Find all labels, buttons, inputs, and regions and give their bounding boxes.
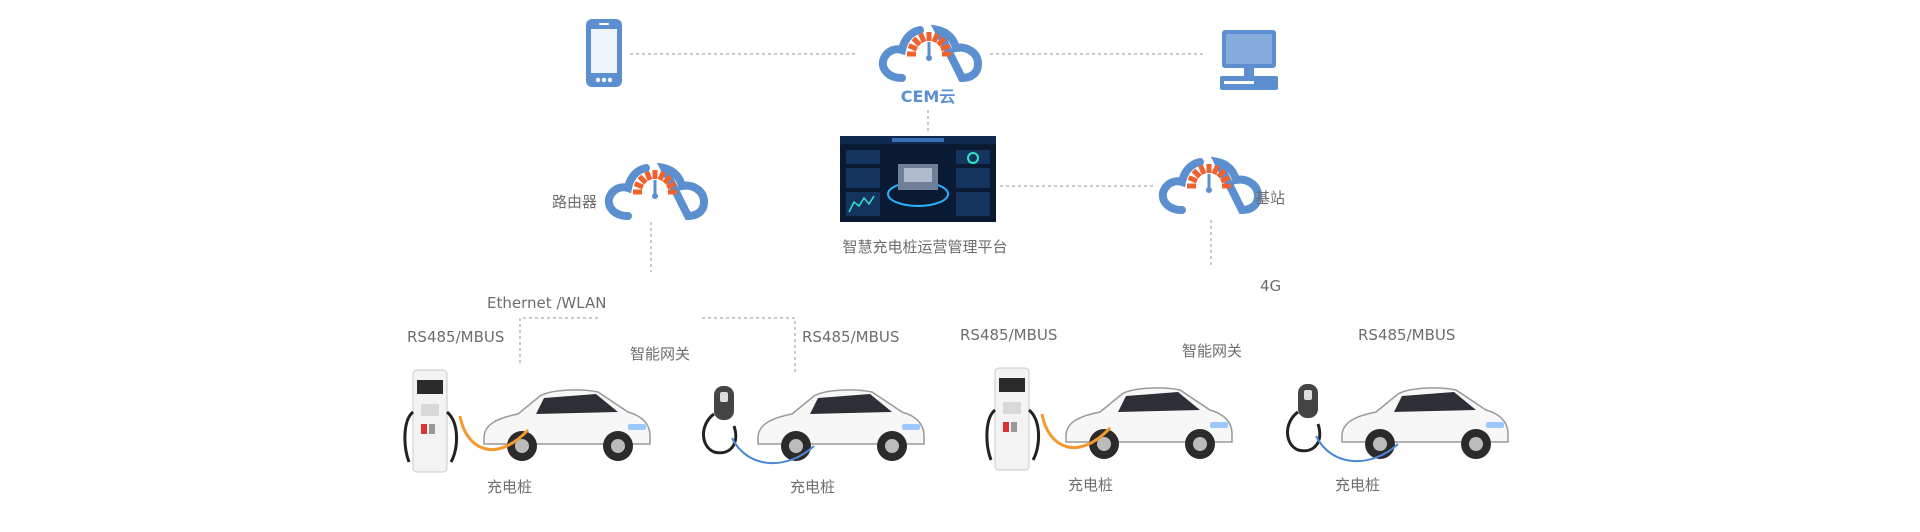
charging-cable (1040, 413, 1112, 449)
gauge-tick (633, 181, 644, 190)
cem-cloud-label: CEM云 (900, 87, 956, 106)
router-cloud-icon (604, 162, 709, 221)
protocol-label-1: RS485/MBUS (407, 328, 505, 346)
gauge-tick (1211, 164, 1220, 175)
gauge-tick (940, 43, 951, 52)
electric-car-icon (1341, 387, 1509, 459)
charging-pile-label-2: 充电桩 (790, 478, 836, 496)
base-station-cloud-icon (1158, 156, 1263, 215)
gauge-tick (931, 32, 940, 43)
gauge-tick (637, 174, 648, 185)
ethernet-wlan-label: Ethernet /WLAN (487, 294, 607, 312)
wall-charger-icon (1286, 384, 1322, 453)
gauge-tick (666, 181, 677, 190)
charging-cable (458, 415, 530, 451)
protocol-label-3: RS485/MBUS (960, 326, 1058, 344)
gateway-label-2: 智能网关 (1182, 342, 1243, 360)
wall-charger-icon (702, 386, 738, 455)
link-ethernet-group1 (519, 317, 600, 363)
gauge-tick (1191, 168, 1202, 179)
gauge-hub (926, 55, 932, 61)
4g-label: 4G (1260, 277, 1282, 295)
charging-pile-label-1: 充电桩 (487, 478, 533, 496)
gauge-tick (644, 170, 653, 181)
gauge-tick (936, 36, 947, 47)
router-label: 路由器 (552, 193, 598, 211)
gauge-tick (1216, 168, 1227, 179)
gauge-tick (918, 32, 927, 43)
smartphone-icon (586, 19, 622, 87)
gauge-hub (1206, 187, 1212, 193)
protocol-label-2: RS485/MBUS (802, 328, 900, 346)
electric-car-icon (757, 389, 925, 461)
gauge-tick (1220, 175, 1231, 184)
gateway-label-1: 智能网关 (630, 345, 691, 363)
charging-station-icon (985, 367, 1040, 471)
charging-cable (1315, 435, 1399, 463)
gauge-tick (1187, 175, 1198, 184)
gauge-hub (652, 193, 658, 199)
charging-station-icon (403, 369, 458, 473)
gauge-tick (1198, 164, 1207, 175)
dashboard-screen-icon (840, 136, 996, 222)
desktop-computer-icon (1220, 30, 1278, 90)
gauge-tick (662, 174, 673, 185)
base-station-label: 基站 (1255, 189, 1286, 207)
charging-pile-label-4: 充电桩 (1335, 476, 1381, 494)
charging-cable (731, 437, 815, 465)
gauge-tick (657, 170, 666, 181)
charging-pile-label-3: 充电桩 (1068, 476, 1114, 494)
link-gateway-group2 (702, 317, 796, 372)
cloud-gauge-icon (878, 24, 983, 83)
gauge-tick (907, 43, 918, 52)
protocol-label-4: RS485/MBUS (1358, 326, 1456, 344)
platform-label: 智慧充电桩运营管理平台 (842, 238, 1008, 256)
gauge-tick (911, 36, 922, 47)
